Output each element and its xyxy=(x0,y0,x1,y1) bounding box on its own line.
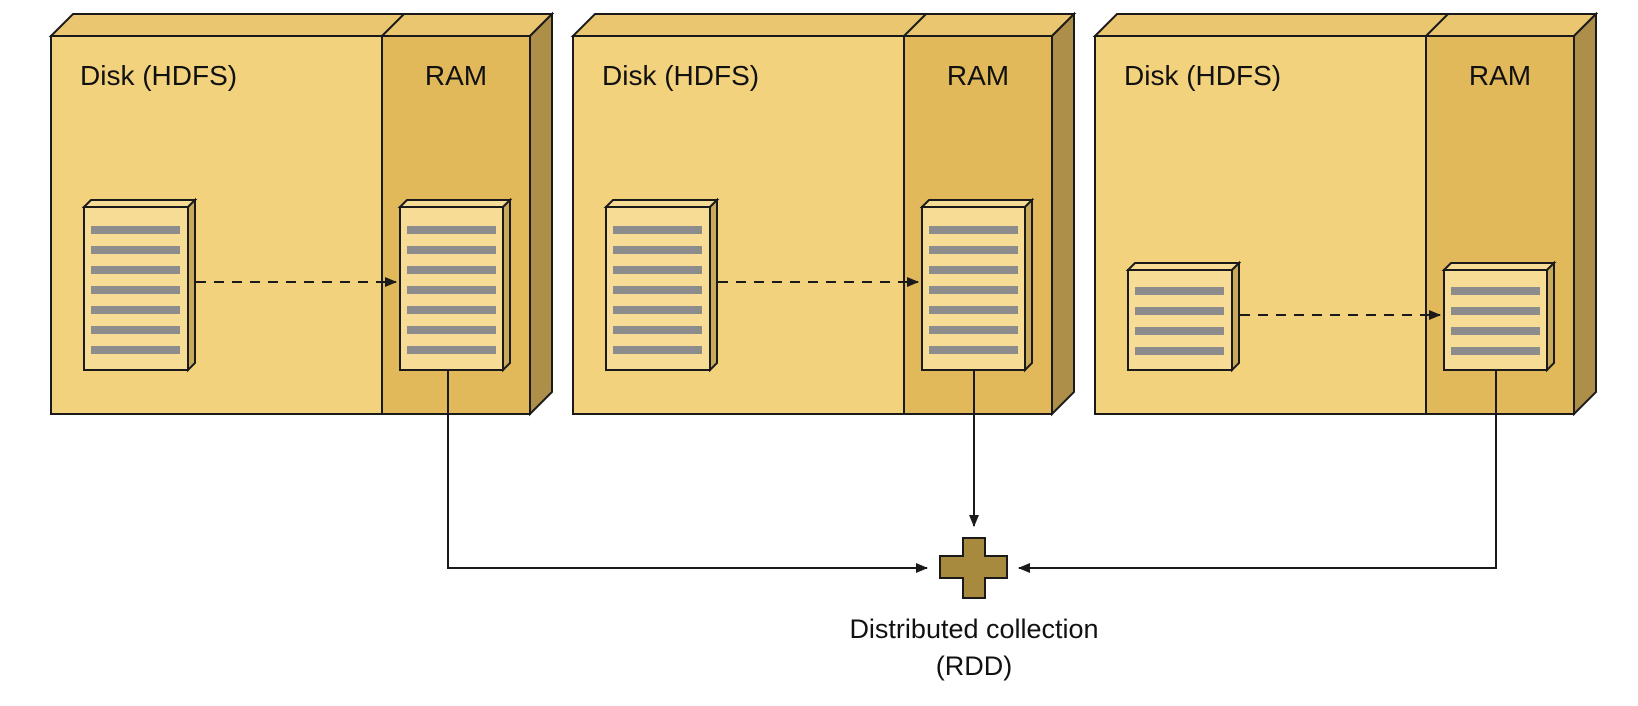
collection-label-line1: Distributed collection xyxy=(849,614,1098,644)
cluster-node-2: Disk (HDFS) RAM xyxy=(570,11,1077,417)
node-top-face xyxy=(1092,13,1599,37)
node-top-face xyxy=(48,13,555,37)
ram-data-block xyxy=(919,197,1035,373)
ram-label: RAM xyxy=(425,60,487,91)
disk-data-block xyxy=(1125,260,1242,373)
disk-data-block xyxy=(603,197,720,373)
node-top-face xyxy=(570,13,1077,37)
cluster-node-3: Disk (HDFS) RAM xyxy=(1092,11,1599,417)
plus-icon xyxy=(939,537,1008,599)
disk-label: Disk (HDFS) xyxy=(1124,60,1281,91)
cluster-node-1: Disk (HDFS) RAM xyxy=(48,11,555,417)
connector-node-3-to-collection xyxy=(1018,370,1497,573)
disk-label: Disk (HDFS) xyxy=(602,60,759,91)
disk-label: Disk (HDFS) xyxy=(80,60,237,91)
disk-data-block xyxy=(81,197,198,373)
collection-label-line2: (RDD) xyxy=(936,651,1012,681)
node-side-face xyxy=(1573,11,1597,417)
node-top-divider xyxy=(381,13,405,37)
node-side-face xyxy=(1051,11,1075,417)
ram-data-block xyxy=(1441,260,1557,373)
node-side-face xyxy=(529,11,553,417)
node-top-divider xyxy=(903,13,927,37)
ram-label: RAM xyxy=(947,60,1009,91)
ram-label: RAM xyxy=(1469,60,1531,91)
connector-node-1-to-collection xyxy=(447,370,928,573)
node-top-divider xyxy=(1425,13,1449,37)
ram-data-block xyxy=(397,197,513,373)
